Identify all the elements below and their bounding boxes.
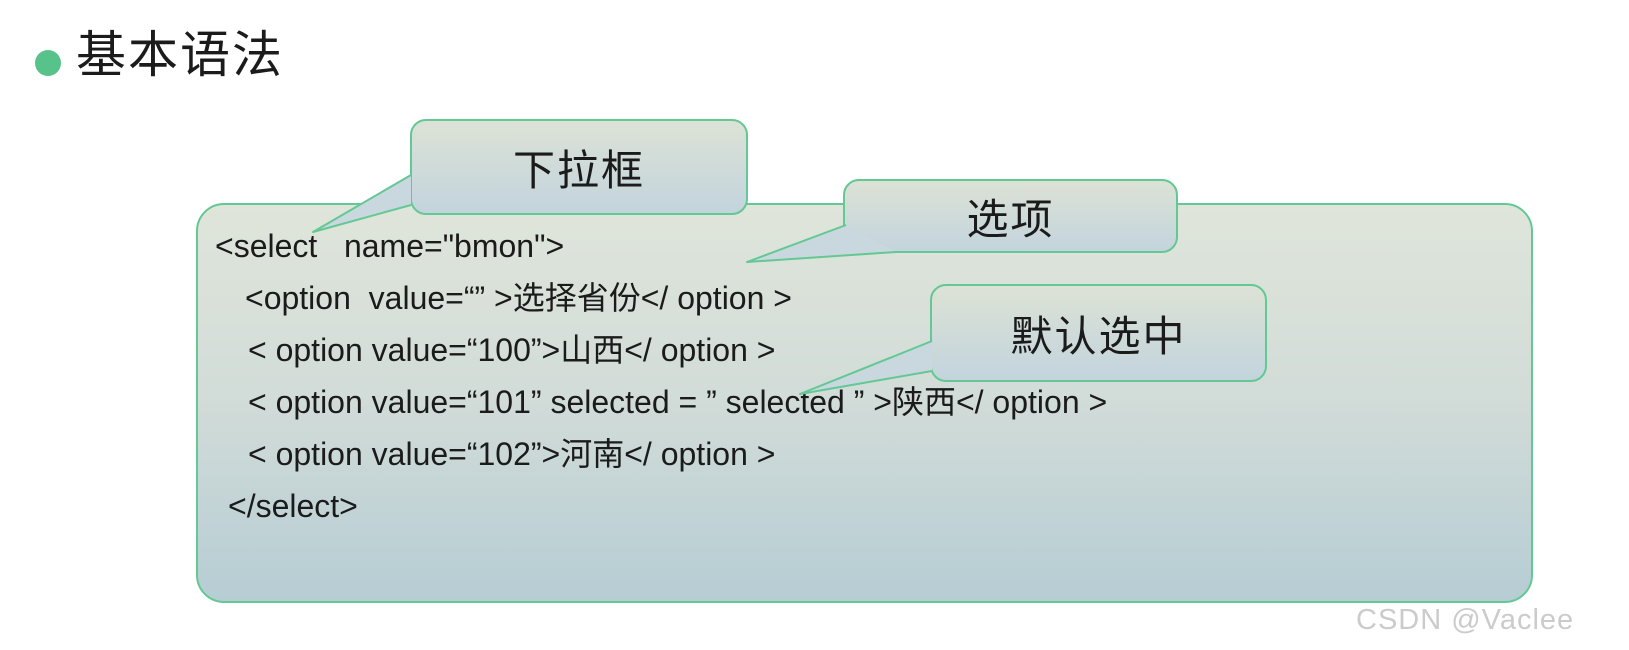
page-title: 基本语法 (76, 27, 284, 83)
callout-default-selected: 默认选中 (930, 284, 1267, 382)
watermark: CSDN @Vaclee (1356, 604, 1575, 636)
code-line-option-102: < option value=“102”>河南</ option > (248, 436, 776, 472)
code-line-select-open: <select name="bmon"> (215, 228, 565, 264)
code-line-select-close: </select> (228, 488, 358, 524)
bullet-icon (35, 50, 61, 76)
callout-default-selected-label: 默认选中 (1010, 312, 1187, 360)
callout-dropdown-label: 下拉框 (512, 146, 645, 194)
callout-dropdown: 下拉框 (410, 119, 748, 215)
callout-option-label: 选项 (966, 195, 1055, 243)
code-panel (196, 203, 1533, 603)
code-line-option-100: < option value=“100”>山西</ option > (248, 332, 776, 368)
callout-option: 选项 (843, 179, 1178, 253)
code-line-option-101-selected: < option value=“101” selected = ” select… (248, 384, 1108, 420)
code-line-option-blank: <option value=“” >选择省份</ option > (245, 280, 792, 316)
